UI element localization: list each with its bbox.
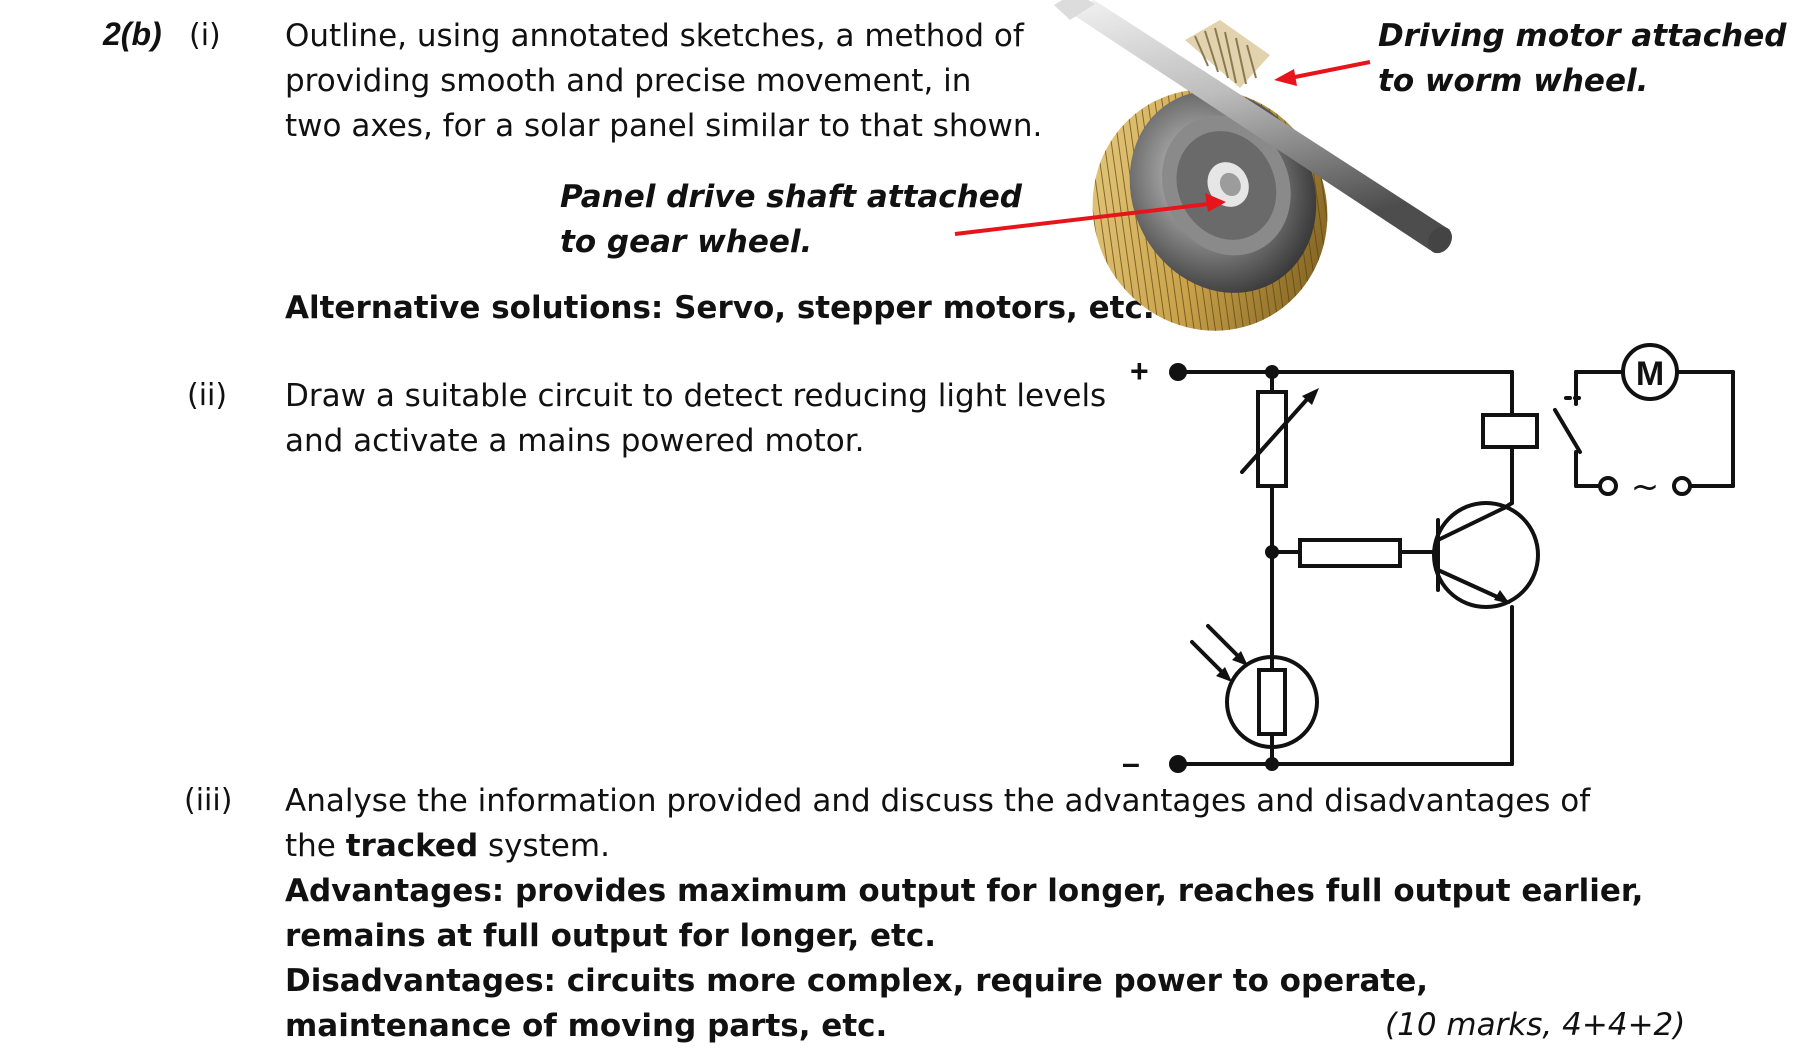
ac-supply-label: ~ — [1631, 467, 1660, 507]
shaft-callout-line-2: to gear wheel. — [560, 224, 813, 260]
junction-middle — [1265, 545, 1279, 559]
advantages-line-1: Advantages: provides maximum output for … — [285, 873, 1644, 909]
mains-terminal-left — [1598, 476, 1618, 496]
part-iii-line-1: Analyse the information provided and dis… — [285, 783, 1591, 819]
part-iii-line-2-pre: the — [285, 828, 346, 864]
motor-symbol — [1621, 343, 1679, 401]
disadvantages-line-1: Disadvantages: circuits more complex, re… — [285, 963, 1429, 999]
part-i-answer: Alternative solutions: Servo, stepper mo… — [285, 290, 1155, 326]
junction-top — [1265, 365, 1279, 379]
junction-bottom — [1265, 757, 1279, 771]
negative-label: – — [1122, 745, 1140, 781]
ldr-light-arrow-1 — [1216, 667, 1232, 682]
part-i-label: (i) — [189, 18, 221, 53]
part-i-line-1: Outline, using annotated sketches, a met… — [285, 18, 1024, 54]
mains-terminal-right — [1672, 476, 1692, 496]
emitter-arrowhead — [1494, 590, 1510, 604]
shaft-callout-line-1: Panel drive shaft attached — [560, 179, 1022, 215]
part-iii-line-2-post: system. — [478, 828, 610, 864]
question-number: 2(b) — [103, 16, 162, 52]
motor-callout-line-1: Driving motor attached — [1378, 18, 1787, 54]
part-ii-line-1: Draw a suitable circuit to detect reduci… — [285, 378, 1107, 414]
variable-resistor-arrowhead — [1302, 388, 1319, 405]
base-resistor — [1298, 538, 1402, 568]
relay-switch — [1553, 370, 1624, 488]
part-iii-line-2: the tracked system. — [285, 824, 610, 869]
part-i-line-2: providing smooth and precise movement, i… — [285, 63, 972, 99]
motor-callout-arrow — [1274, 60, 1371, 86]
negative-terminal — [1169, 755, 1187, 773]
relay-coil — [1481, 413, 1539, 449]
npn-transistor — [1432, 501, 1540, 609]
advantages-line-2: remains at full output for longer, etc. — [285, 918, 937, 954]
marks-allocation: (10 marks, 4+4+2) — [1385, 1007, 1686, 1043]
motor-callout-line-2: to worm wheel. — [1378, 63, 1649, 99]
disadvantages-line-2: maintenance of moving parts, etc. — [285, 1008, 888, 1044]
worm-thread — [1185, 20, 1270, 88]
ldr-light-arrow-2 — [1232, 651, 1248, 666]
part-ii-label: (ii) — [187, 378, 228, 413]
light-dependent-resistor — [1190, 624, 1319, 749]
positive-terminal — [1169, 363, 1187, 381]
variable-resistor — [1256, 390, 1288, 488]
positive-label: + — [1130, 353, 1149, 389]
part-iii-label: (iii) — [184, 783, 233, 818]
part-i-line-3: two axes, for a solar panel similar to t… — [285, 108, 1043, 144]
tracked-keyword: tracked — [345, 828, 479, 864]
motor-label: M — [1636, 355, 1664, 393]
part-ii-line-2: and activate a mains powered motor. — [285, 423, 865, 459]
